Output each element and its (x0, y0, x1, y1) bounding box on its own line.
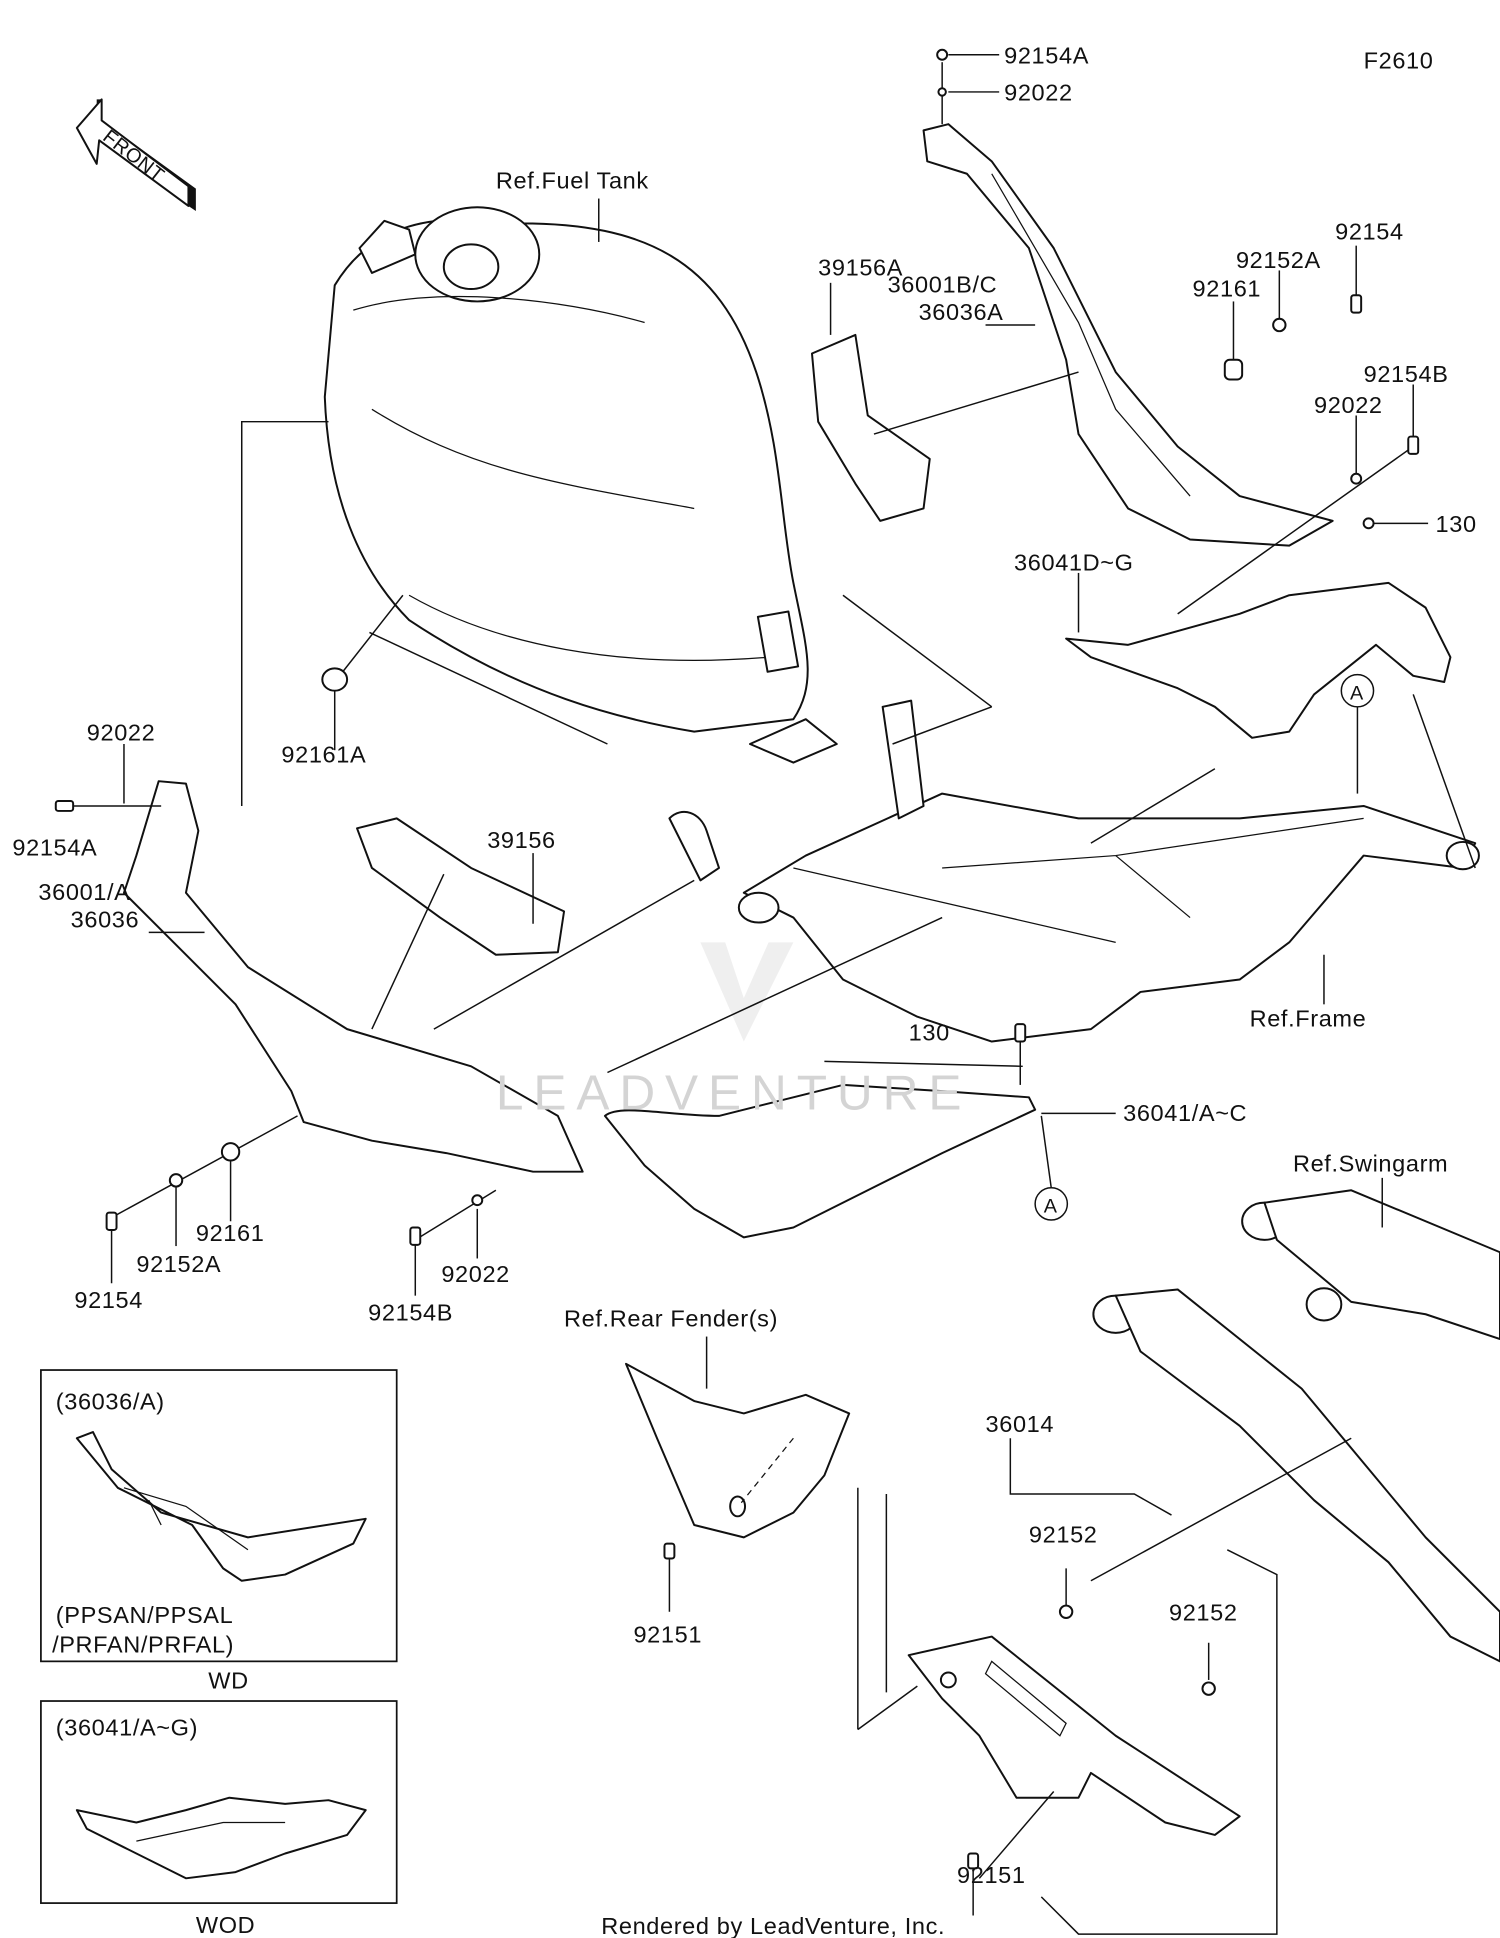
label-92154a: 92154A (1004, 42, 1089, 68)
inset-models-line1: (PPSAN/PPSAL (56, 1602, 234, 1628)
ref-fuel-tank-label: Ref.Fuel Tank (496, 168, 649, 194)
label-92152a: 92152A (136, 1251, 221, 1277)
side-cover-left (122, 780, 584, 1173)
label-36036a: 36036A (919, 299, 1004, 325)
ref-frame-label: Ref.Frame (1250, 1006, 1367, 1032)
side-cover-36041-ac (603, 1083, 1037, 1239)
label-92022: 92022 (441, 1261, 510, 1287)
label-36014: 36014 (986, 1411, 1055, 1437)
label-92152a: 92152A (1236, 247, 1321, 273)
chain-guard (857, 1438, 1278, 1935)
swingarm-reference (1092, 1177, 1500, 1663)
hardware-fasteners (54, 48, 1420, 1870)
inset-title: (36041/A~G) (56, 1715, 198, 1741)
front-arrow-icon: FRONT (75, 98, 196, 211)
ref-swingarm-label: Ref.Swingarm (1293, 1151, 1448, 1177)
footer-credit: Rendered by LeadVenture, Inc. (601, 1913, 945, 1938)
svg-text:A: A (1044, 1196, 1058, 1218)
watermark-logo: LEADVENTURE (496, 1065, 972, 1121)
label-92022: 92022 (1314, 392, 1383, 418)
label-36041ac: 36041/A~C (1123, 1100, 1247, 1126)
label-92161: 92161 (196, 1220, 265, 1246)
label-36036: 36036 (71, 906, 140, 932)
label-92152: 92152 (1169, 1599, 1238, 1625)
ref-rear-fender-label: Ref.Rear Fender(s) (564, 1306, 778, 1332)
label-92152: 92152 (1029, 1521, 1098, 1547)
part-labels: 92154A 92022 39156A 36001B/C 36036A 9215… (12, 42, 1476, 1888)
label-130: 130 (1436, 511, 1477, 537)
callout-a-top: A (1340, 673, 1375, 708)
label-92154: 92154 (1335, 218, 1404, 244)
inset-title: (36036/A) (56, 1389, 165, 1415)
side-cover-right-upper (810, 123, 1334, 547)
label-92022: 92022 (1004, 80, 1073, 106)
label-92151: 92151 (633, 1622, 702, 1648)
fuel-tank-reference (323, 198, 838, 764)
leader-lines (68, 53, 1476, 1916)
side-cover-36041-dg (1065, 581, 1452, 739)
front-label: FRONT (99, 126, 169, 187)
frame-reference (668, 699, 1480, 1043)
inset-models-line2: /PRFAN/PRFAL) (52, 1632, 234, 1658)
label-92022: 92022 (87, 719, 156, 745)
inset-36036-wd: (36036/A) (PPSAN/PPSAL /PRFAN/PRFAL) WD (40, 1369, 398, 1694)
label-36001bc: 36001B/C (888, 272, 998, 298)
label-92161a: 92161A (281, 742, 366, 768)
label-92154b: 92154B (368, 1299, 453, 1325)
label-36001a: 36001/A (38, 879, 130, 905)
label-92154: 92154 (74, 1287, 143, 1313)
label-92154b: 92154B (1364, 361, 1449, 387)
inset-caption: WOD (196, 1912, 255, 1938)
inset-36041-wod: (36041/A~G) WOD (40, 1700, 398, 1938)
callout-a-bottom: A (1034, 1187, 1069, 1221)
watermark-mark (700, 942, 794, 1042)
label-36041dg: 36041D~G (1014, 549, 1134, 575)
diagram-id: F2610 (1364, 47, 1434, 73)
inset-caption: WD (208, 1668, 248, 1694)
label-130: 130 (909, 1019, 950, 1045)
rear-fender-reference (625, 1336, 851, 1539)
label-39156: 39156 (487, 827, 556, 853)
svg-text:A: A (1350, 682, 1364, 704)
label-92151: 92151 (957, 1862, 1026, 1888)
label-92154a: 92154A (12, 835, 97, 861)
label-92161: 92161 (1193, 275, 1262, 301)
label-39156a: 39156A (818, 254, 903, 280)
